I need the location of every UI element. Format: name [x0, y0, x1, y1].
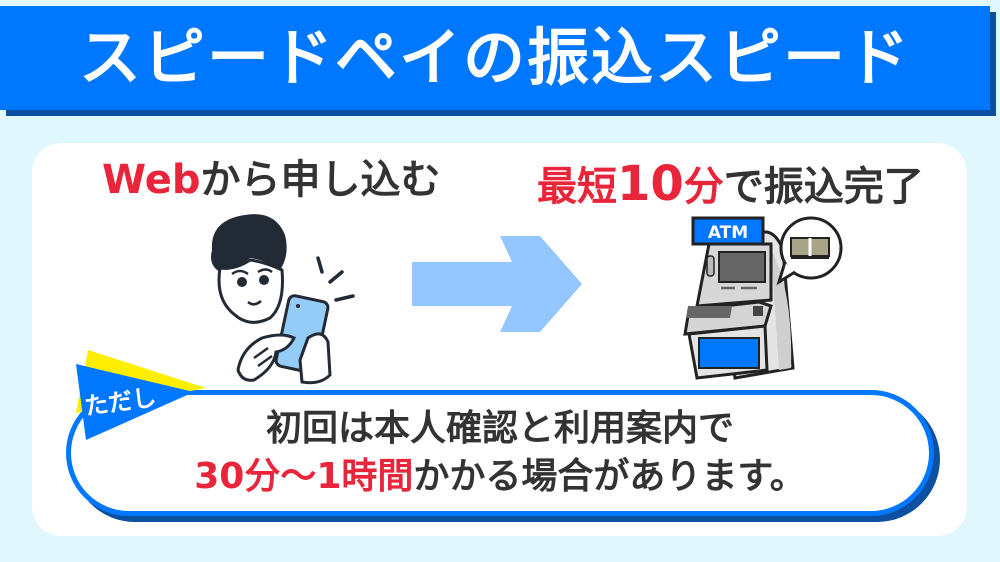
- svg-text:ATM: ATM: [708, 223, 748, 243]
- atm-icon: ATM: [683, 216, 843, 380]
- header-banner: スピードペイの振込スピード: [0, 6, 990, 110]
- step-complete-number: 10: [617, 156, 684, 212]
- notice-line-2: 30分～1時間かかる場合があります。: [194, 453, 806, 501]
- step-complete-text: で振込完了: [723, 164, 924, 210]
- step-apply-text: から申し込む: [200, 157, 441, 203]
- pennant-flag-icon: [76, 350, 206, 440]
- notice-line-2-text: かかる場合があります。: [413, 456, 806, 497]
- step-apply-highlight: Web: [102, 157, 201, 203]
- notice-callout: 初回は本人確認と利用案内で 30分～1時間かかる場合があります。: [66, 390, 934, 516]
- step-complete-unit: 分: [683, 164, 724, 210]
- page-title: スピードペイの振込スピード: [78, 21, 911, 94]
- arrow-right-icon: [412, 236, 582, 332]
- step-complete-label: 最短10分で振込完了: [537, 160, 924, 208]
- notice-time-highlight: 30分～1時間: [194, 456, 414, 497]
- person-smartphone-icon: [211, 214, 355, 385]
- step-complete-prefix: 最短: [537, 164, 617, 210]
- step-apply-label: Webから申し込む: [102, 160, 440, 200]
- notice-line-1: 初回は本人確認と利用案内で: [265, 408, 734, 449]
